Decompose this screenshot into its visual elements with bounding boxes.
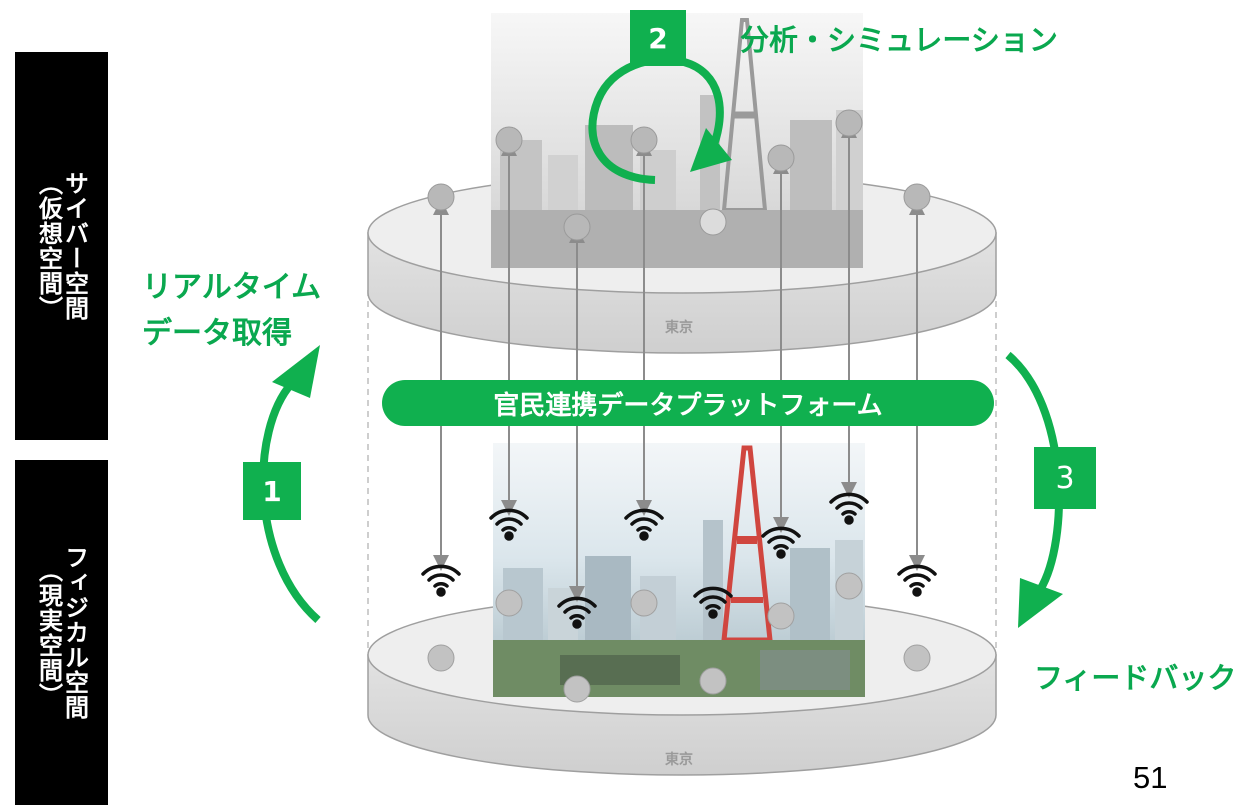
sensor-node-icon [699,667,727,695]
step-1-badge: 1 [243,462,301,520]
physical-space-label: フィジカル空間 （現実空間） [15,460,108,805]
cyber-disc-label: 東京 [665,320,693,336]
sensor-node-icon [630,126,658,154]
wifi-signal-icon [421,564,461,597]
cyber-space-subtitle: （仮想空間） [34,171,63,321]
realtime-label-line2: データ取得 [142,316,292,351]
page-number: 51 [1133,760,1168,795]
sensor-node-icon [835,572,863,600]
sensor-node-icon [903,644,931,672]
sensor-node-icon [563,213,591,241]
cyber-space-title: サイバー空間 [60,171,89,321]
step-2-badge: 2 [630,10,686,66]
sensor-node-icon [699,208,727,236]
sensor-node-icon [835,109,863,137]
tokyo-city-photo [493,443,865,697]
physical-disc-label: 東京 [665,752,693,768]
cyber-space-label: サイバー空間 （仮想空間） [15,52,108,440]
sensor-node-icon [427,183,455,211]
wifi-signal-icon [489,508,529,541]
wifi-signal-icon [624,508,664,541]
sensor-node-icon [495,589,523,617]
sensor-node-icon [495,126,523,154]
wifi-signal-icon [829,492,869,525]
analysis-simulation-label: 分析・シミュレーション [740,23,1058,57]
wifi-signal-icon [897,564,937,597]
sensor-node-icon [563,675,591,703]
physical-space-subtitle: （現実空間） [34,557,63,708]
sensor-nodes-physical [427,572,931,703]
sensor-node-icon [630,589,658,617]
wifi-icons [421,492,937,629]
sensor-node-icon [767,144,795,172]
sensor-node-icon [767,602,795,630]
sensor-node-icon [903,183,931,211]
sensor-nodes-cyber [427,109,931,241]
realtime-label-line1: リアルタイム [142,270,322,305]
physical-space-title: フィジカル空間 [60,545,89,720]
data-platform-bar: 官民連携データプラットフォーム [382,380,994,426]
wifi-signal-icon [761,526,801,559]
step-3-badge: 3 [1034,447,1096,509]
wifi-signal-icon [557,596,597,629]
wifi-signal-icon [693,586,733,619]
cycle-arrow-icon [588,55,732,184]
sensor-node-icon [427,644,455,672]
feedback-label: フィードバック [1034,661,1233,695]
